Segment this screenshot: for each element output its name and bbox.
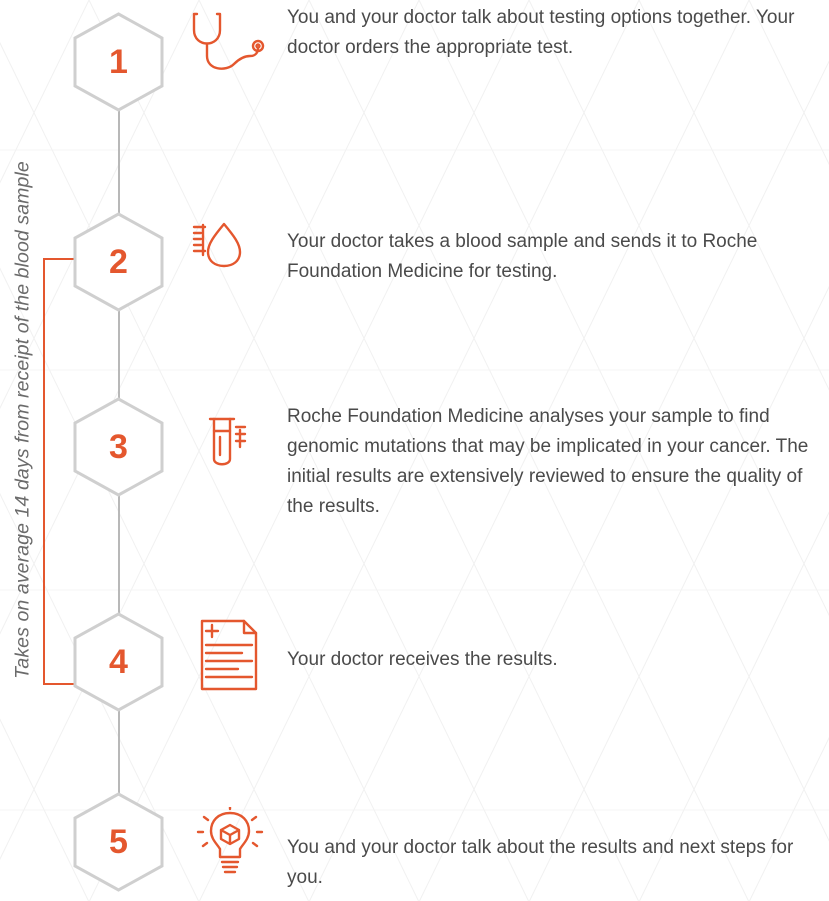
step-1: 1 You and your doctor talk about testing… — [0, 0, 829, 120]
step-5-text: You and your doctor talk about the resul… — [287, 837, 794, 888]
step-4-hexagon: 4 — [72, 612, 165, 712]
step-2-number: 2 — [109, 242, 128, 281]
step-2-text: Your doctor takes a blood sample and sen… — [287, 231, 758, 282]
step-4-number: 4 — [109, 642, 128, 681]
step-3-hexagon: 3 — [72, 397, 165, 497]
step-2: 2 Your doctor takes a blood sample and s… — [0, 200, 829, 320]
step-5: 5 You and your doctor talk about the res… — [0, 780, 829, 900]
step-4: 4 Your doctor receives the results. — [0, 600, 829, 720]
test-tube-icon — [190, 417, 270, 497]
step-3-text: Roche Foundation Medicine analyses your … — [287, 406, 809, 517]
duration-bracket — [43, 258, 75, 685]
step-1-hexagon: 1 — [72, 12, 165, 112]
step-5-number: 5 — [109, 822, 128, 861]
step-3-number: 3 — [109, 427, 128, 466]
stethoscope-icon — [190, 8, 270, 88]
blood-drop-icon — [190, 220, 270, 300]
step-3: 3 Roche Foundation Medicine analyses you… — [0, 385, 829, 517]
lightbulb-icon — [190, 807, 270, 887]
step-1-text: You and your doctor talk about testing o… — [287, 7, 795, 58]
step-2-hexagon: 2 — [72, 212, 165, 312]
step-4-text: Your doctor receives the results. — [287, 649, 558, 670]
medical-report-icon — [190, 619, 270, 699]
step-1-number: 1 — [109, 42, 128, 81]
step-5-hexagon: 5 — [72, 792, 165, 892]
